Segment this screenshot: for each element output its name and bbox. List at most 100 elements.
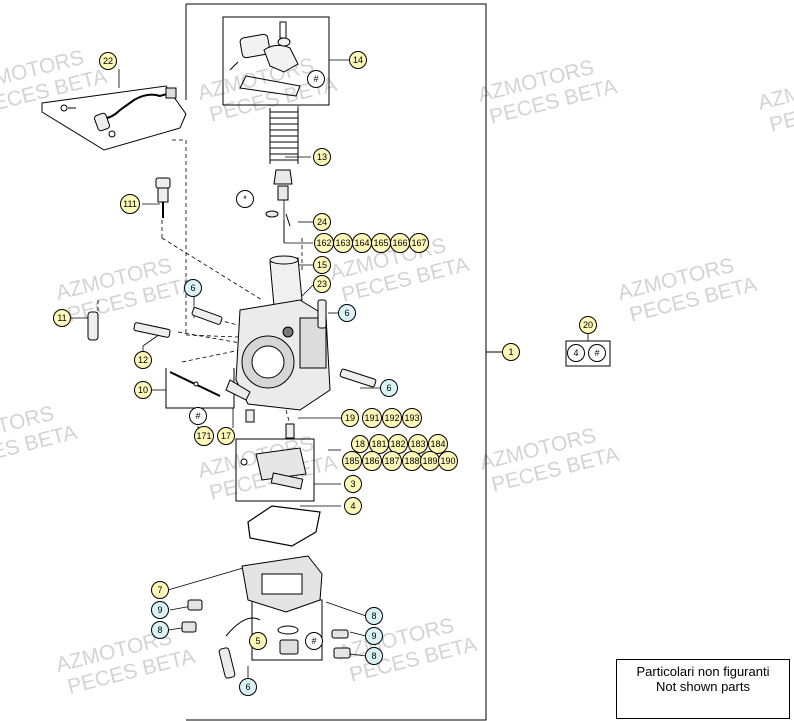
callout-bubble: 6 [184, 279, 202, 297]
callout-label: 186 [364, 456, 379, 466]
callout-label: 167 [411, 238, 426, 248]
callout-circle [99, 52, 117, 70]
callout-bubble: # [307, 70, 325, 88]
callout-circle [313, 213, 331, 231]
callout-circle [236, 190, 254, 208]
callout-label: 8 [371, 611, 376, 621]
callout-circle [365, 627, 383, 645]
callout-circle [428, 434, 448, 454]
idle-screw-111 [155, 177, 171, 218]
callout-label: 181 [371, 439, 386, 449]
callout-label: # [313, 74, 318, 84]
callout-bubble: 4 [344, 497, 362, 515]
callout-label: 4 [573, 348, 578, 358]
callout-circle [151, 601, 169, 619]
callout-bubble: 192 [382, 408, 402, 428]
callout-bubble: 22 [99, 52, 117, 70]
callout-bubble: 18 [351, 435, 369, 453]
callout-circle [151, 621, 169, 639]
callout-bubble: 1 [502, 343, 520, 361]
callout-circle [344, 475, 362, 493]
float-assembly-3 [240, 447, 307, 490]
callout-label: 23 [317, 279, 327, 289]
callout-bubble: 164 [352, 233, 372, 253]
callout-label: 10 [138, 385, 148, 395]
callout-label: 184 [430, 439, 445, 449]
callout-bubble: 193 [402, 408, 422, 428]
callout-label: # [594, 348, 599, 358]
callout-bubble: 182 [388, 434, 408, 454]
callout-bubble: 19 [341, 409, 359, 427]
callout-bubble: 181 [369, 434, 389, 454]
callout-label: 9 [157, 605, 162, 615]
callout-bubble: 190 [438, 451, 458, 471]
callout-bubble: 189 [420, 451, 440, 471]
callout-label: 15 [317, 260, 327, 270]
callout-label: 14 [353, 55, 363, 65]
callout-label: 13 [317, 152, 327, 162]
callout-label: 171 [196, 431, 211, 441]
callout-bubble: 167 [409, 233, 429, 253]
callout-circle [313, 148, 331, 166]
callout-bubble: 8 [151, 621, 169, 639]
callout-label: 193 [404, 413, 419, 423]
callout-bubble: 6 [380, 379, 398, 397]
throttle-spring [269, 108, 299, 164]
callout-label: 22 [103, 56, 113, 66]
carburetor-body [225, 299, 331, 411]
callout-bubble: 23 [313, 275, 331, 293]
callout-bubble: # [189, 407, 207, 425]
callout-label: 19 [345, 413, 355, 423]
callout-label: 192 [384, 413, 399, 423]
callout-label: 183 [410, 439, 425, 449]
callout-label: 7 [157, 585, 162, 595]
plug-5 [277, 625, 299, 655]
callout-label: 17 [221, 431, 231, 441]
float-bowl-7 [181, 555, 351, 659]
callout-label: 6 [344, 308, 349, 318]
callout-circle [502, 343, 520, 361]
callout-bubble: 4 [567, 344, 585, 362]
callout-label: 165 [373, 238, 388, 248]
callout-circle [362, 451, 382, 471]
callout-bubble: 3 [344, 475, 362, 493]
callout-label: 6 [190, 283, 195, 293]
callout-label: 191 [364, 413, 379, 423]
callout-bubble: 8 [365, 647, 383, 665]
jet-parts-10 [169, 371, 295, 439]
callout-label: 189 [422, 456, 437, 466]
callout-bubble: 163 [333, 233, 353, 253]
callout-bubble: 184 [428, 434, 448, 454]
callout-bubble: * [236, 190, 254, 208]
callout-label: 111 [123, 199, 137, 209]
callout-bubble: 20 [579, 316, 597, 334]
callout-bubble: 166 [390, 233, 410, 253]
callout-label: 187 [384, 456, 399, 466]
callout-label: 163 [335, 238, 350, 248]
callout-bubble: 24 [313, 213, 331, 231]
callout-label: 9 [371, 631, 376, 641]
callout-label: 4 [350, 501, 355, 511]
callout-label: 24 [317, 217, 327, 227]
callout-bubble: 7 [151, 581, 169, 599]
callout-bubble: 185 [342, 451, 362, 471]
callout-bubble: 13 [313, 148, 331, 166]
callout-bubble: # [588, 344, 606, 362]
callout-bubble: 12 [134, 351, 152, 369]
callout-bubble: 183 [408, 434, 428, 454]
needle-jet-box [235, 438, 315, 502]
callout-label: # [195, 411, 200, 421]
gasket-4 [247, 505, 321, 547]
callout-label: 12 [138, 355, 148, 365]
callout-circle [189, 407, 207, 425]
leader-lines [70, 59, 705, 704]
callout-bubble: 11 [53, 309, 71, 327]
callout-bubble: 188 [402, 451, 422, 471]
callout-label: 18 [355, 439, 365, 449]
callout-circle [382, 408, 402, 428]
